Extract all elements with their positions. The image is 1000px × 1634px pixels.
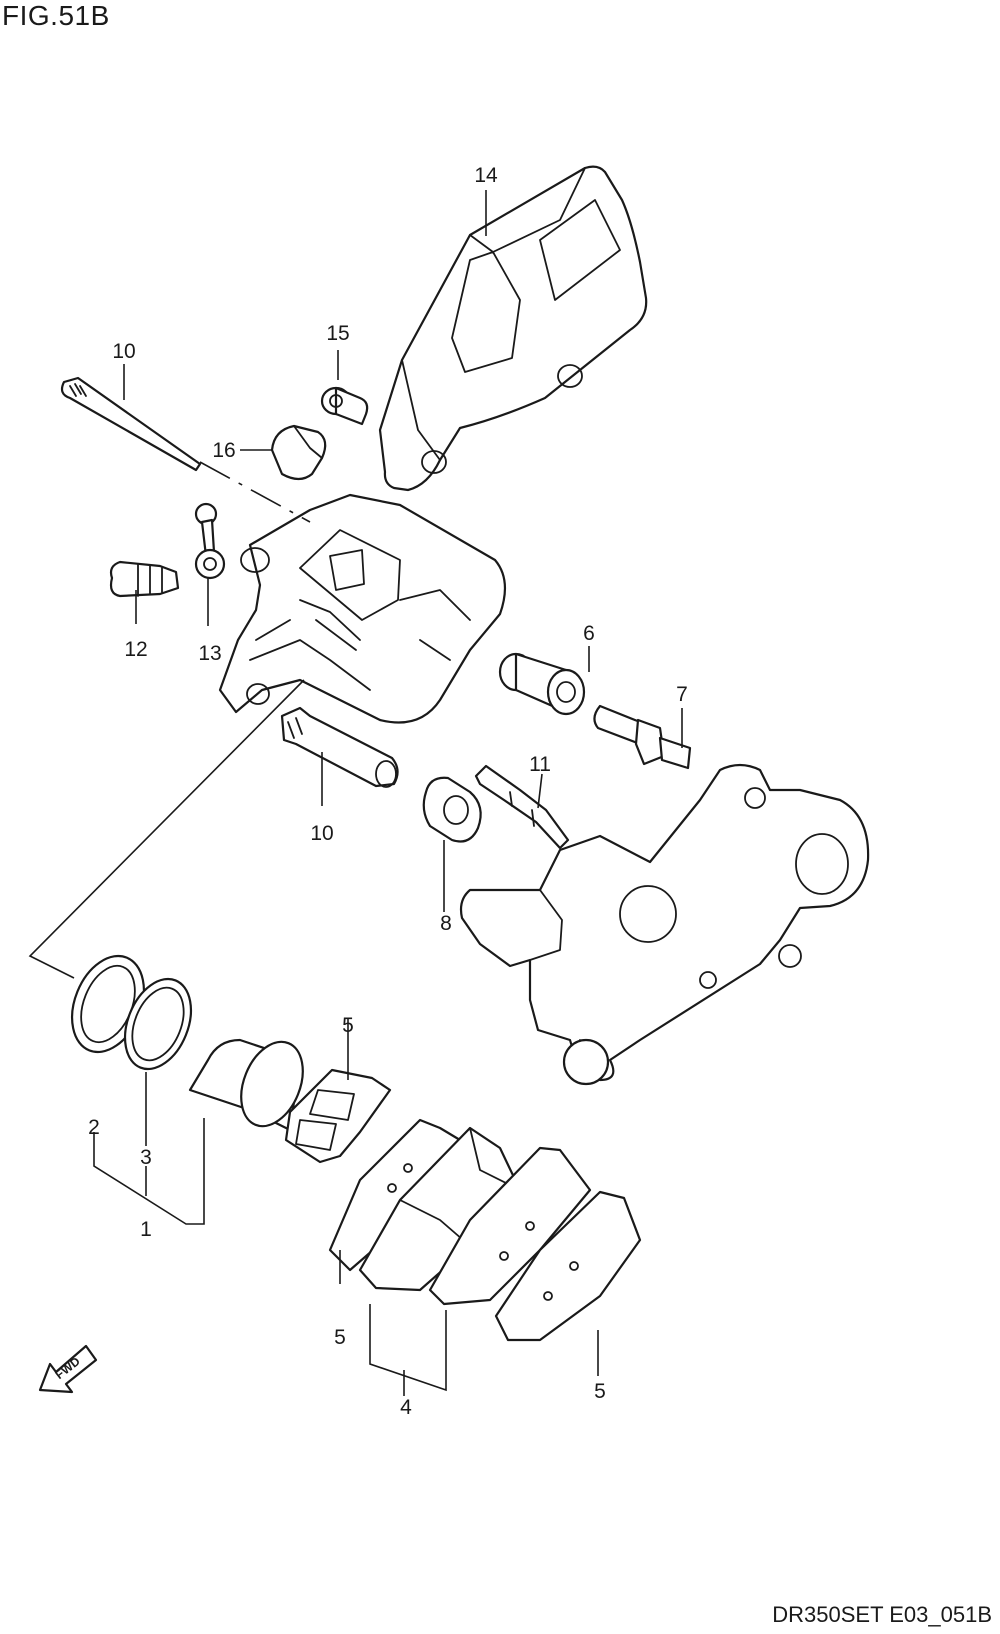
fwd-arrow: FWD: [38, 1344, 98, 1394]
callout-11: 11: [529, 753, 551, 776]
caliper-holder: [459, 763, 870, 1086]
part-13-bleeder: [109, 560, 180, 598]
callout-5-left: 5: [334, 1326, 346, 1349]
part-14-bleeder-cap: [194, 502, 226, 580]
part-1-piston: [188, 1038, 304, 1132]
callout-3: 3: [140, 1146, 152, 1169]
callout-9: 8: [440, 912, 452, 935]
callout-10: 10: [310, 822, 333, 845]
part-11-pad-spring: [474, 764, 570, 850]
caliper-body: [218, 493, 507, 724]
leader-lines: [93, 190, 683, 1396]
part-10-sleeve-pin: [280, 706, 399, 788]
callout-7: 6: [583, 622, 595, 645]
part-7-sleeve: [498, 652, 586, 716]
figure-title: FIG.51B: [2, 0, 110, 31]
centerline-lower: [28, 679, 305, 979]
part-9-boot: [422, 776, 482, 843]
callout-labels: 14 15 10 16 12 13 6 7 11 10 8 5 2 3 1 5 …: [88, 164, 688, 1419]
part-12-pin: [60, 376, 202, 472]
part-17-cap: [270, 424, 327, 481]
part-16-bolt: [320, 386, 369, 426]
part-6-shim: [284, 1068, 392, 1164]
part-15-bracket-plate: [378, 165, 648, 492]
figure-code: DR350SET E03_051B: [772, 1602, 992, 1627]
callout-4: 4: [400, 1396, 412, 1419]
callout-12: 10: [112, 340, 135, 363]
part-3-seal: [123, 977, 193, 1071]
callout-13: 12: [124, 638, 147, 661]
callout-17: 16: [212, 439, 235, 462]
part-4-pad-right: [428, 1146, 592, 1306]
callout-15: 14: [474, 164, 498, 187]
callout-14: 13: [198, 642, 221, 665]
callout-16: 15: [326, 322, 349, 345]
callout-5-right: 5: [594, 1380, 606, 1403]
callout-6: 5: [342, 1014, 354, 1037]
part-8-bolt: [593, 704, 692, 770]
callout-1: 1: [140, 1218, 152, 1241]
part-5-pad-shim-right: [494, 1190, 642, 1342]
centerline: [199, 461, 311, 523]
callout-8: 7: [676, 683, 688, 706]
callout-2: 2: [88, 1116, 100, 1139]
